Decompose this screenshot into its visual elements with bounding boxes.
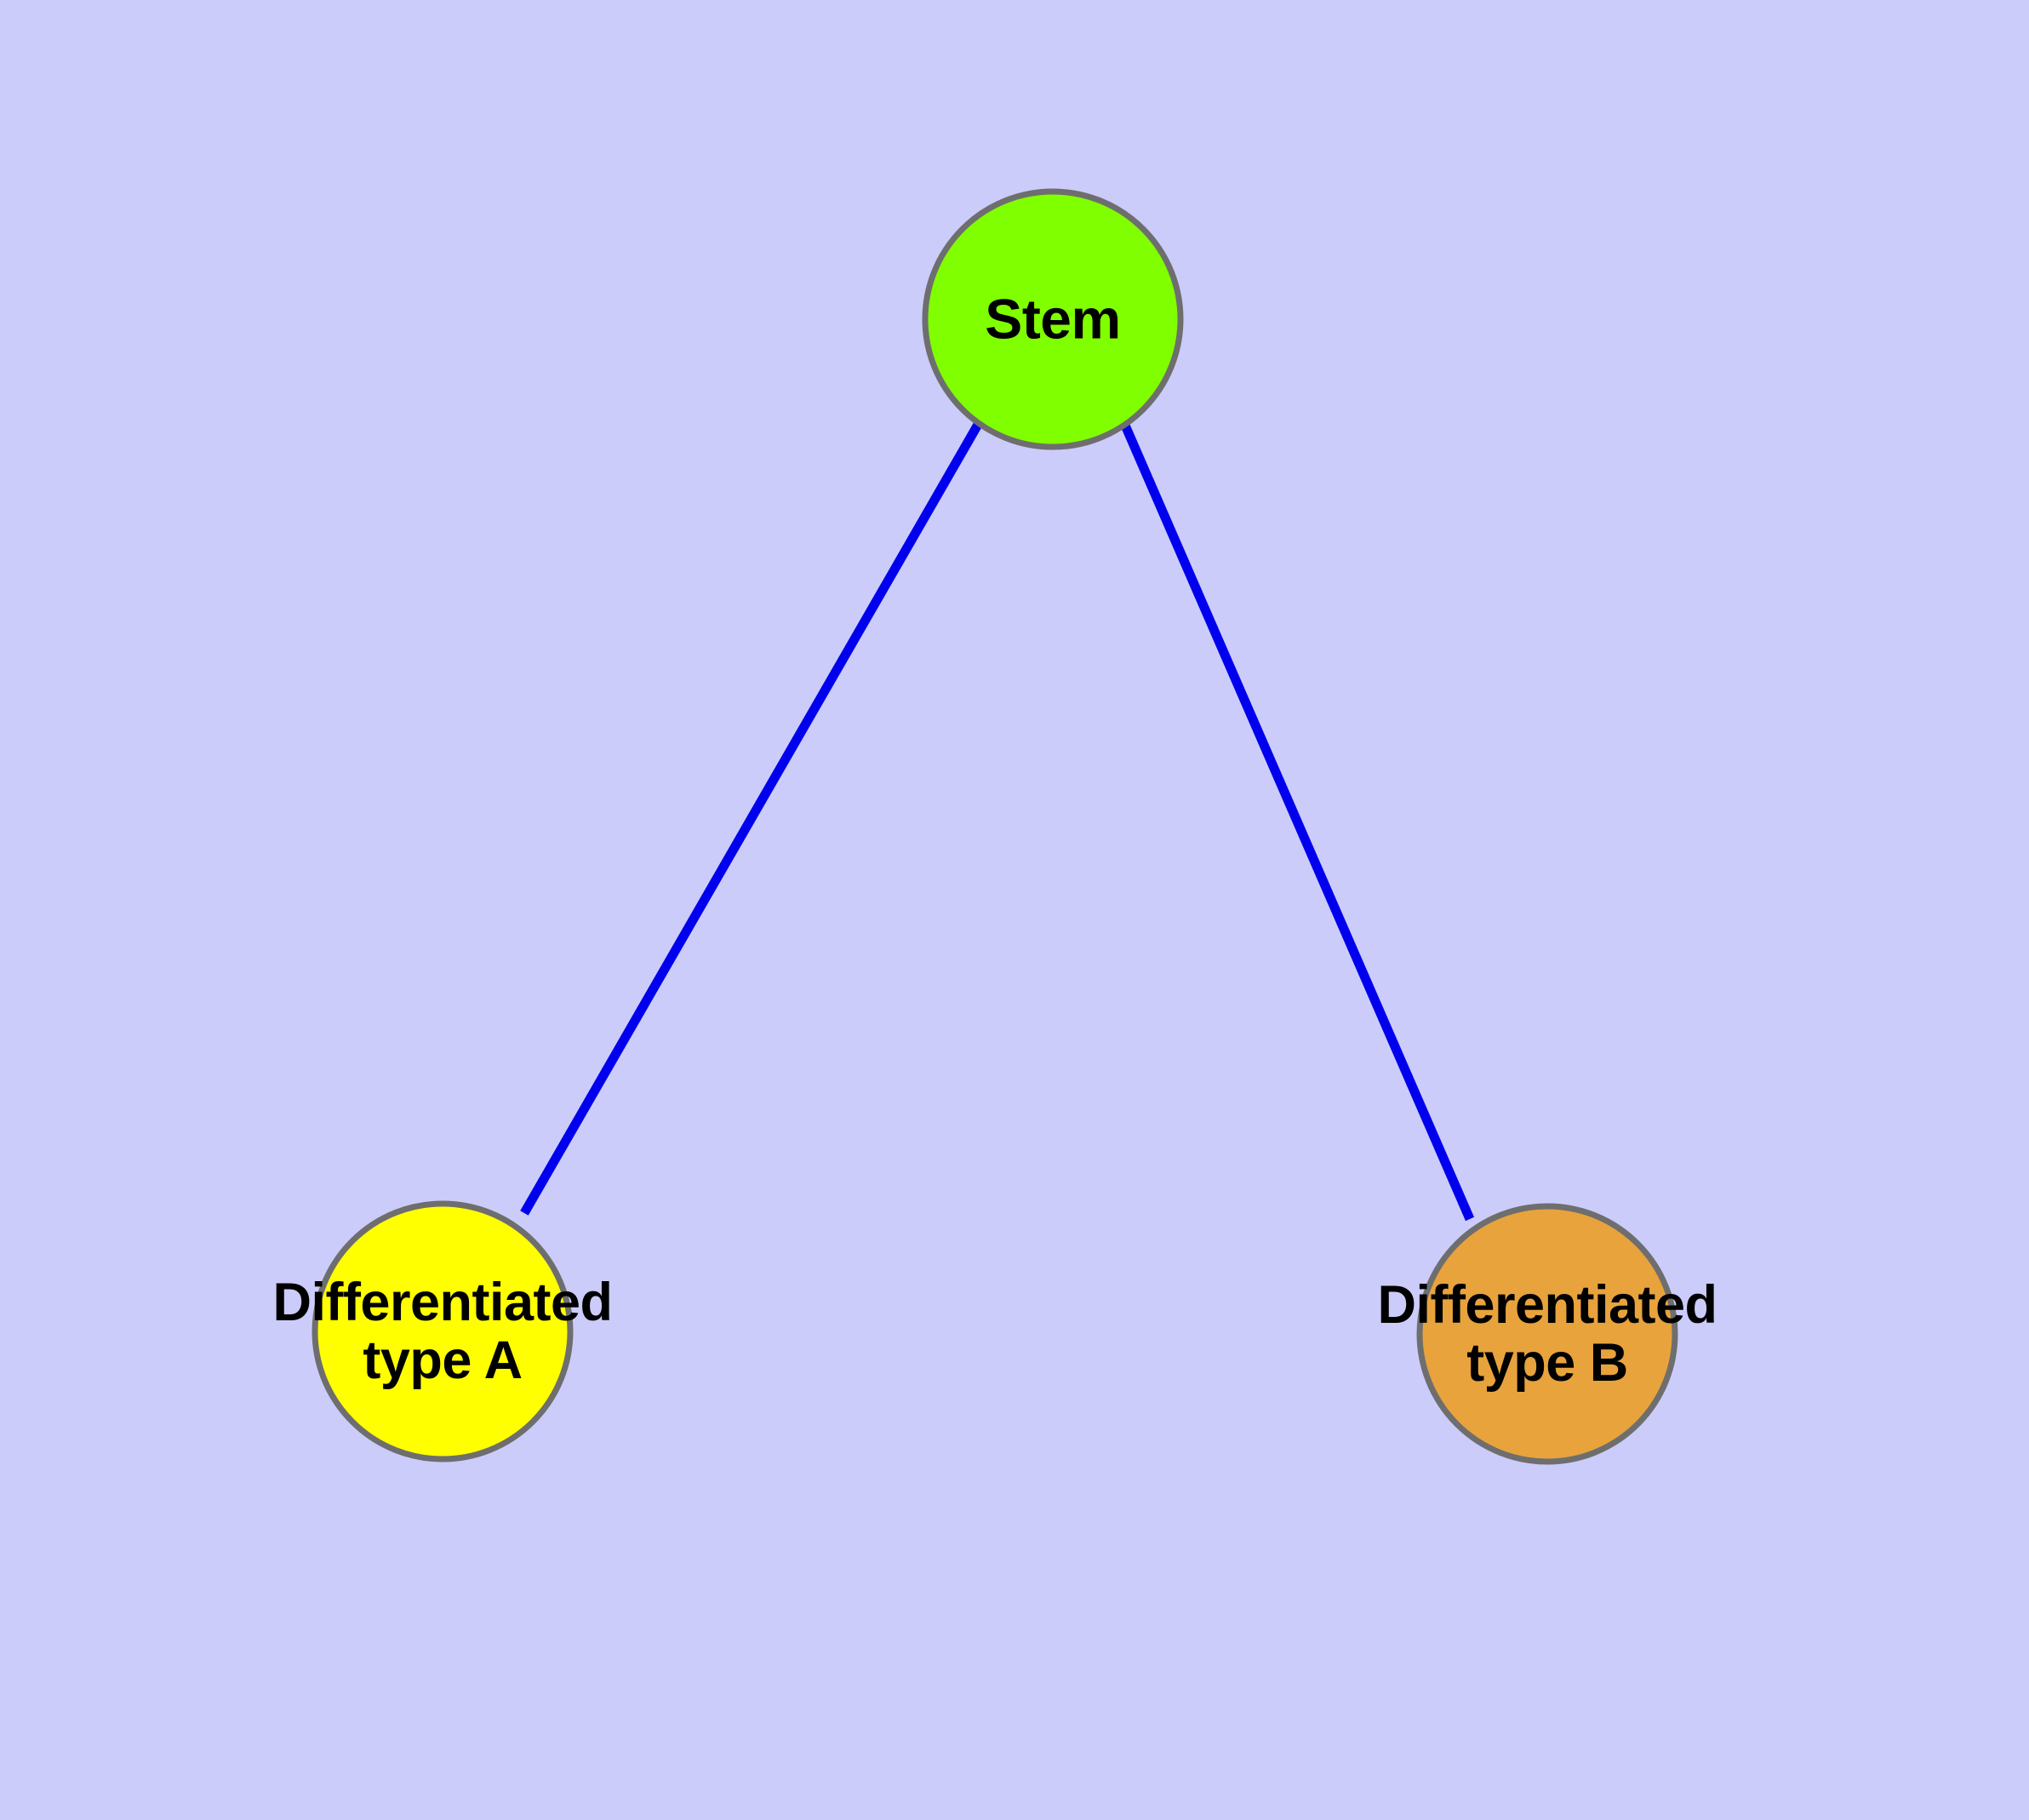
node-layer [311,188,1678,1465]
node-circle-diff_a[interactable] [311,1200,574,1462]
node-circle-diff_b[interactable] [1416,1203,1678,1465]
edge-stem-to-diff_a[interactable] [520,421,983,1216]
edge-stem-to-diff_b[interactable] [1118,419,1475,1222]
edge-layer [520,419,1475,1222]
node-circle-stem[interactable] [922,188,1184,450]
